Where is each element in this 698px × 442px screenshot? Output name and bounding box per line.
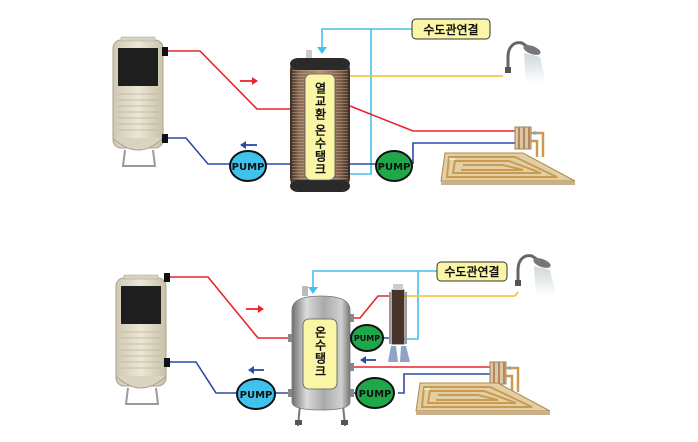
boiler-inlet: [164, 358, 170, 367]
bottom-hot-supply-pipe: [168, 276, 292, 339]
flow-arrow-icon: [240, 141, 257, 149]
boiler-icon: [112, 36, 164, 167]
top-floor-supply-pipe: [349, 105, 515, 132]
bottom-water-down-pipe: [402, 271, 419, 340]
shower-head-icon: [503, 41, 548, 85]
water-inlet-arrow-icon: [317, 47, 327, 54]
svg-text:수도관연결: 수도관연결: [444, 264, 499, 279]
top-floor-return-pipe: [412, 142, 515, 164]
bottom-hotwater-riser: [514, 291, 519, 297]
boiler-outlet: [162, 47, 168, 56]
top-water-inlet-pipe: [321, 28, 412, 50]
bottom-water-inlet-pipe: [312, 270, 437, 290]
bottom-floor-pump[interactable]: PUMP: [355, 377, 395, 409]
heat-exchanger-icon: [388, 284, 410, 362]
flow-arrow-icon: [246, 305, 264, 313]
pump-label: PUMP: [240, 390, 273, 401]
boiler-outlet: [164, 273, 170, 282]
shower-head-icon: [513, 254, 558, 298]
boiler-icon: [115, 274, 167, 405]
pump-label: PUMP: [378, 162, 411, 173]
bottom-hx-hot-pipe: [350, 295, 390, 319]
svg-text:수도관연결: 수도관연결: [423, 22, 478, 37]
tank-label-line2: 온수탱크: [313, 123, 327, 176]
water-inlet-arrow-icon: [308, 287, 318, 294]
top-water-connection-label: 수도관연결: [411, 18, 491, 40]
flow-arrow-icon: [360, 356, 376, 364]
floor-heating-icon: [440, 152, 576, 186]
heat-exchange-tank: [290, 50, 350, 192]
boiler-inlet: [162, 134, 168, 143]
tank-label: 온수탱크: [313, 325, 327, 378]
hot-water-tank: [288, 286, 354, 427]
pump-label: PUMP: [354, 334, 380, 343]
top-hot-supply-pipe: [165, 50, 292, 110]
top-system: 열교환 온수탱크 PUMP PUMP 수도관연결: [112, 18, 576, 192]
pump-label: PUMP: [359, 389, 392, 400]
floor-heating-icon: [415, 382, 551, 416]
bottom-floor-return-pipe: [398, 373, 490, 394]
top-water-down-pipe: [350, 29, 372, 175]
bottom-water-connection-label: 수도관연결: [436, 261, 508, 282]
flow-arrow-icon: [240, 77, 258, 85]
tank-label-line1: 열교환: [313, 81, 327, 121]
bottom-hx-pump[interactable]: PUMP: [350, 324, 384, 352]
bottom-return-pump[interactable]: PUMP: [236, 378, 276, 410]
bottom-system: 온수탱크 PUMP PUMP PUMP 수도관연결: [115, 254, 558, 427]
top-floor-pump[interactable]: PUMP: [375, 150, 413, 182]
pump-label: PUMP: [232, 162, 265, 173]
top-return-pipe: [165, 137, 292, 165]
top-return-pump[interactable]: PUMP: [229, 150, 267, 182]
flow-arrow-icon: [248, 366, 264, 374]
